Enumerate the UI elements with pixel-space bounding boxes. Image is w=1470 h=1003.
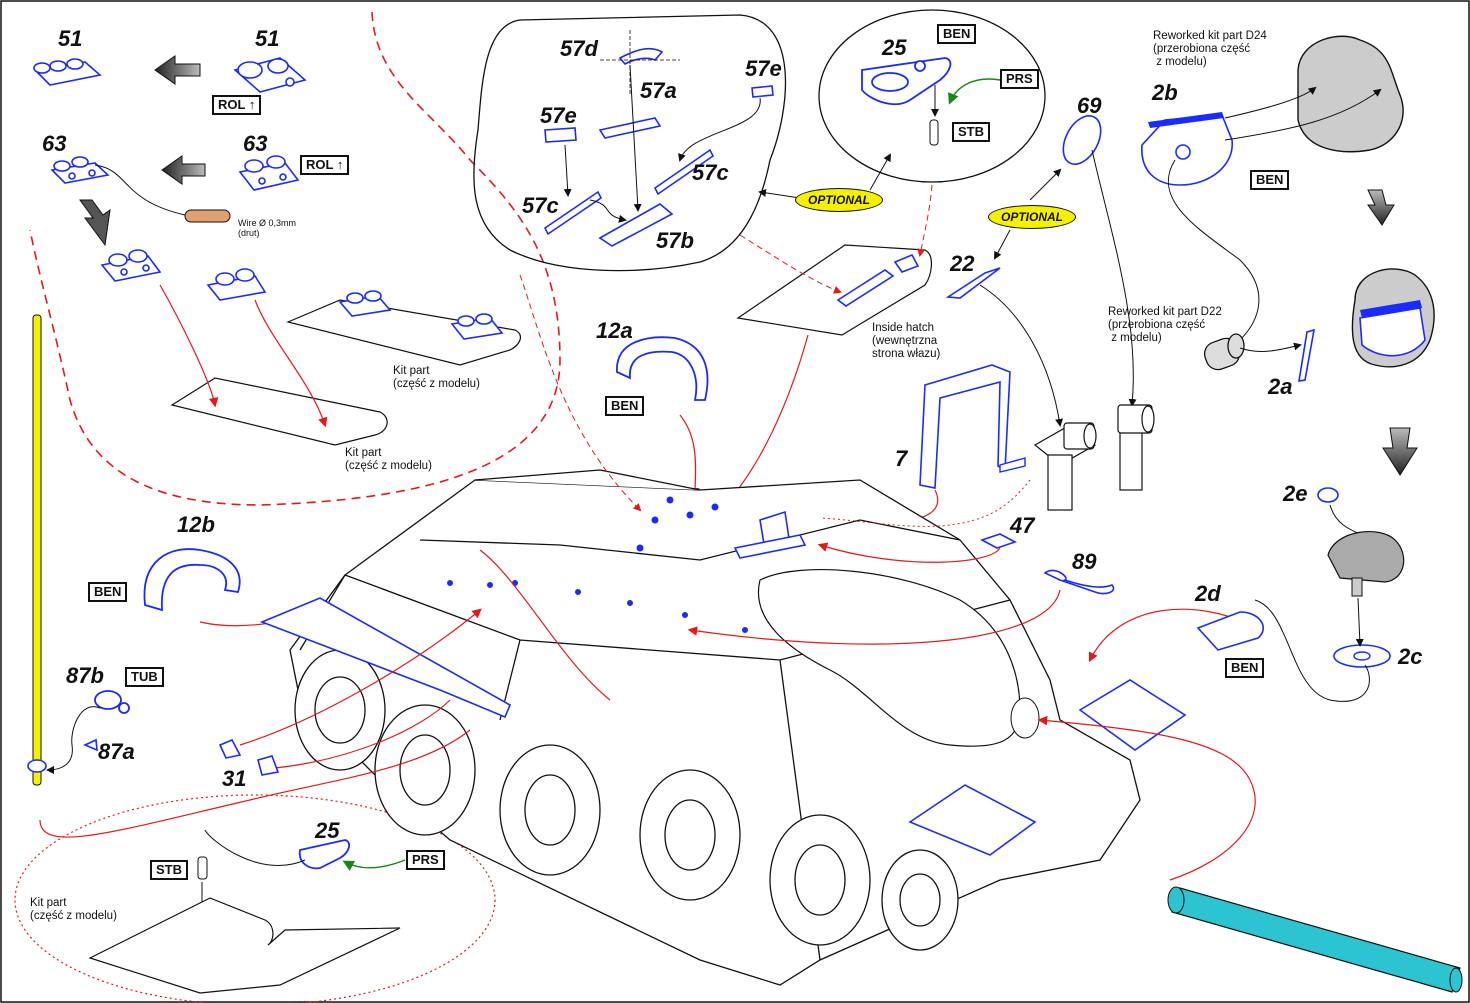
part-number-57d: 57d — [560, 36, 598, 61]
part-number-25: 25 — [882, 35, 907, 60]
etch-part-69 — [1062, 115, 1102, 165]
optional-label: OPTIONAL — [988, 205, 1076, 229]
etch-part-7 — [919, 364, 1011, 489]
kit-part-plate-upper — [286, 299, 522, 366]
tag-bend: BEN — [605, 396, 645, 416]
note-wire: Wire Ø 0,3mm (drut) — [238, 218, 297, 238]
tag-bend: BEN — [88, 582, 128, 602]
tag-bend: BEN — [937, 24, 977, 44]
tag-stb: STB — [952, 122, 990, 142]
note-kit-part: Kit part (część z modelu) — [393, 365, 480, 390]
note-kit-part: Kit part (część z modelu) — [30, 897, 117, 922]
part-number-7: 7 — [895, 446, 908, 471]
etch-part-51-right — [233, 57, 307, 93]
note-inside-hatch: Inside hatch (wewnętrzna strona włazu) — [872, 322, 941, 360]
cupola-part — [1327, 531, 1405, 583]
etch-part-25-top — [861, 57, 952, 105]
part-number-57c: 57c — [692, 160, 729, 185]
note-kit-part: Kit part (część z modelu) — [345, 447, 432, 472]
tag-stb: STB — [150, 860, 188, 880]
note-reworked-d24: Reworked kit part D24 (przerobiona część… — [1153, 30, 1267, 68]
part-number-2d: 2d — [1195, 581, 1221, 606]
etch-plate-side — [1078, 679, 1187, 751]
etch-part-87b — [94, 690, 130, 714]
road-wheels — [294, 649, 959, 951]
direction-arrow-icon — [79, 55, 1418, 476]
tag-bend: BEN — [1250, 170, 1290, 190]
pin-stb — [929, 119, 939, 146]
tag-press: PRS — [406, 850, 445, 870]
part-number-51: 51 — [58, 26, 83, 51]
tag-roll: ROL ↑ — [300, 155, 350, 175]
etch-part-63-right — [238, 155, 300, 191]
part-number-69: 69 — [1077, 93, 1102, 118]
part-number-2c: 2c — [1398, 644, 1423, 669]
reworked-kit-part-d24 — [1297, 35, 1404, 153]
part-number-57e: 57e — [745, 56, 782, 81]
part-number-22: 22 — [950, 251, 975, 276]
pin-stb-bottom — [197, 856, 208, 880]
part-number-63: 63 — [243, 131, 268, 156]
tag-press: PRS — [1000, 69, 1039, 89]
up-arrow-icon: ↑ — [336, 157, 344, 172]
etch-plate-rear — [908, 784, 1037, 856]
part-number-57e: 57e — [540, 103, 577, 128]
etch-part-63-step — [100, 249, 267, 301]
kit-part-plate-lower — [170, 377, 388, 446]
dashed-region-boundary — [29, 11, 561, 506]
part-number-2a: 2a — [1268, 374, 1293, 399]
tag-roll: ROL ↑ — [212, 95, 262, 115]
reworked-kit-part-d22 — [1203, 333, 1245, 371]
engine-deck — [757, 569, 1021, 747]
part-number-25: 25 — [315, 818, 340, 843]
optional-label: OPTIONAL — [795, 188, 883, 212]
part-number-63: 63 — [42, 131, 67, 156]
part-number-12a: 12a — [596, 318, 633, 343]
part-number-2e: 2e — [1283, 481, 1308, 506]
part-number-31: 31 — [222, 766, 247, 791]
part-number-57c: 57c — [522, 193, 559, 218]
note-reworked-d22: Reworked kit part D22 (przerobiona część… — [1108, 306, 1222, 344]
part-number-57b: 57b — [656, 228, 694, 253]
etch-part-47 — [979, 533, 1018, 549]
detail-bubble-bottom — [14, 794, 496, 1003]
etch-part-2e — [1317, 487, 1339, 503]
part-number-87b: 87b — [66, 663, 104, 688]
periscope-right — [1117, 404, 1155, 491]
etch-part-31-a — [218, 738, 242, 759]
etch-part-63-left — [50, 156, 110, 184]
antenna-rod — [32, 314, 42, 786]
up-arrow-icon: ↑ — [248, 97, 256, 112]
etch-fender-left — [259, 597, 512, 719]
etch-part-12a — [616, 336, 709, 401]
part-number-47: 47 — [1010, 513, 1035, 538]
part-number-57a: 57a — [640, 78, 677, 103]
etch-part-57-set — [543, 47, 774, 247]
etch-part-22 — [945, 267, 1001, 299]
etch-part-2a — [1298, 328, 1316, 382]
etch-part-89 — [1043, 569, 1115, 595]
detail-bubble-57 — [473, 14, 787, 272]
etch-part-51-left — [33, 58, 102, 86]
etch-part-25-bottom — [298, 839, 351, 870]
wire-piece — [184, 209, 231, 223]
periscope-left — [1033, 422, 1097, 511]
etch-part-31-b — [257, 755, 280, 776]
part-number-12b: 12b — [177, 512, 215, 537]
part-number-2b: 2b — [1152, 80, 1178, 105]
part-number-89: 89 — [1072, 549, 1097, 574]
etch-part-2d — [1196, 611, 1264, 651]
tag-tube: TUB — [125, 667, 164, 687]
kit-part-plate-bottom — [88, 897, 401, 994]
part-number-87a: 87a — [98, 739, 135, 764]
etch-part-12b — [143, 548, 241, 612]
hull-etch-hatch-frame — [733, 510, 807, 559]
part-number-51: 51 — [255, 26, 280, 51]
tag-bend: BEN — [1225, 658, 1265, 678]
gun-barrel — [1167, 886, 1463, 993]
detail-bubble-25 — [818, 9, 1046, 183]
etch-part-87a — [82, 738, 98, 752]
